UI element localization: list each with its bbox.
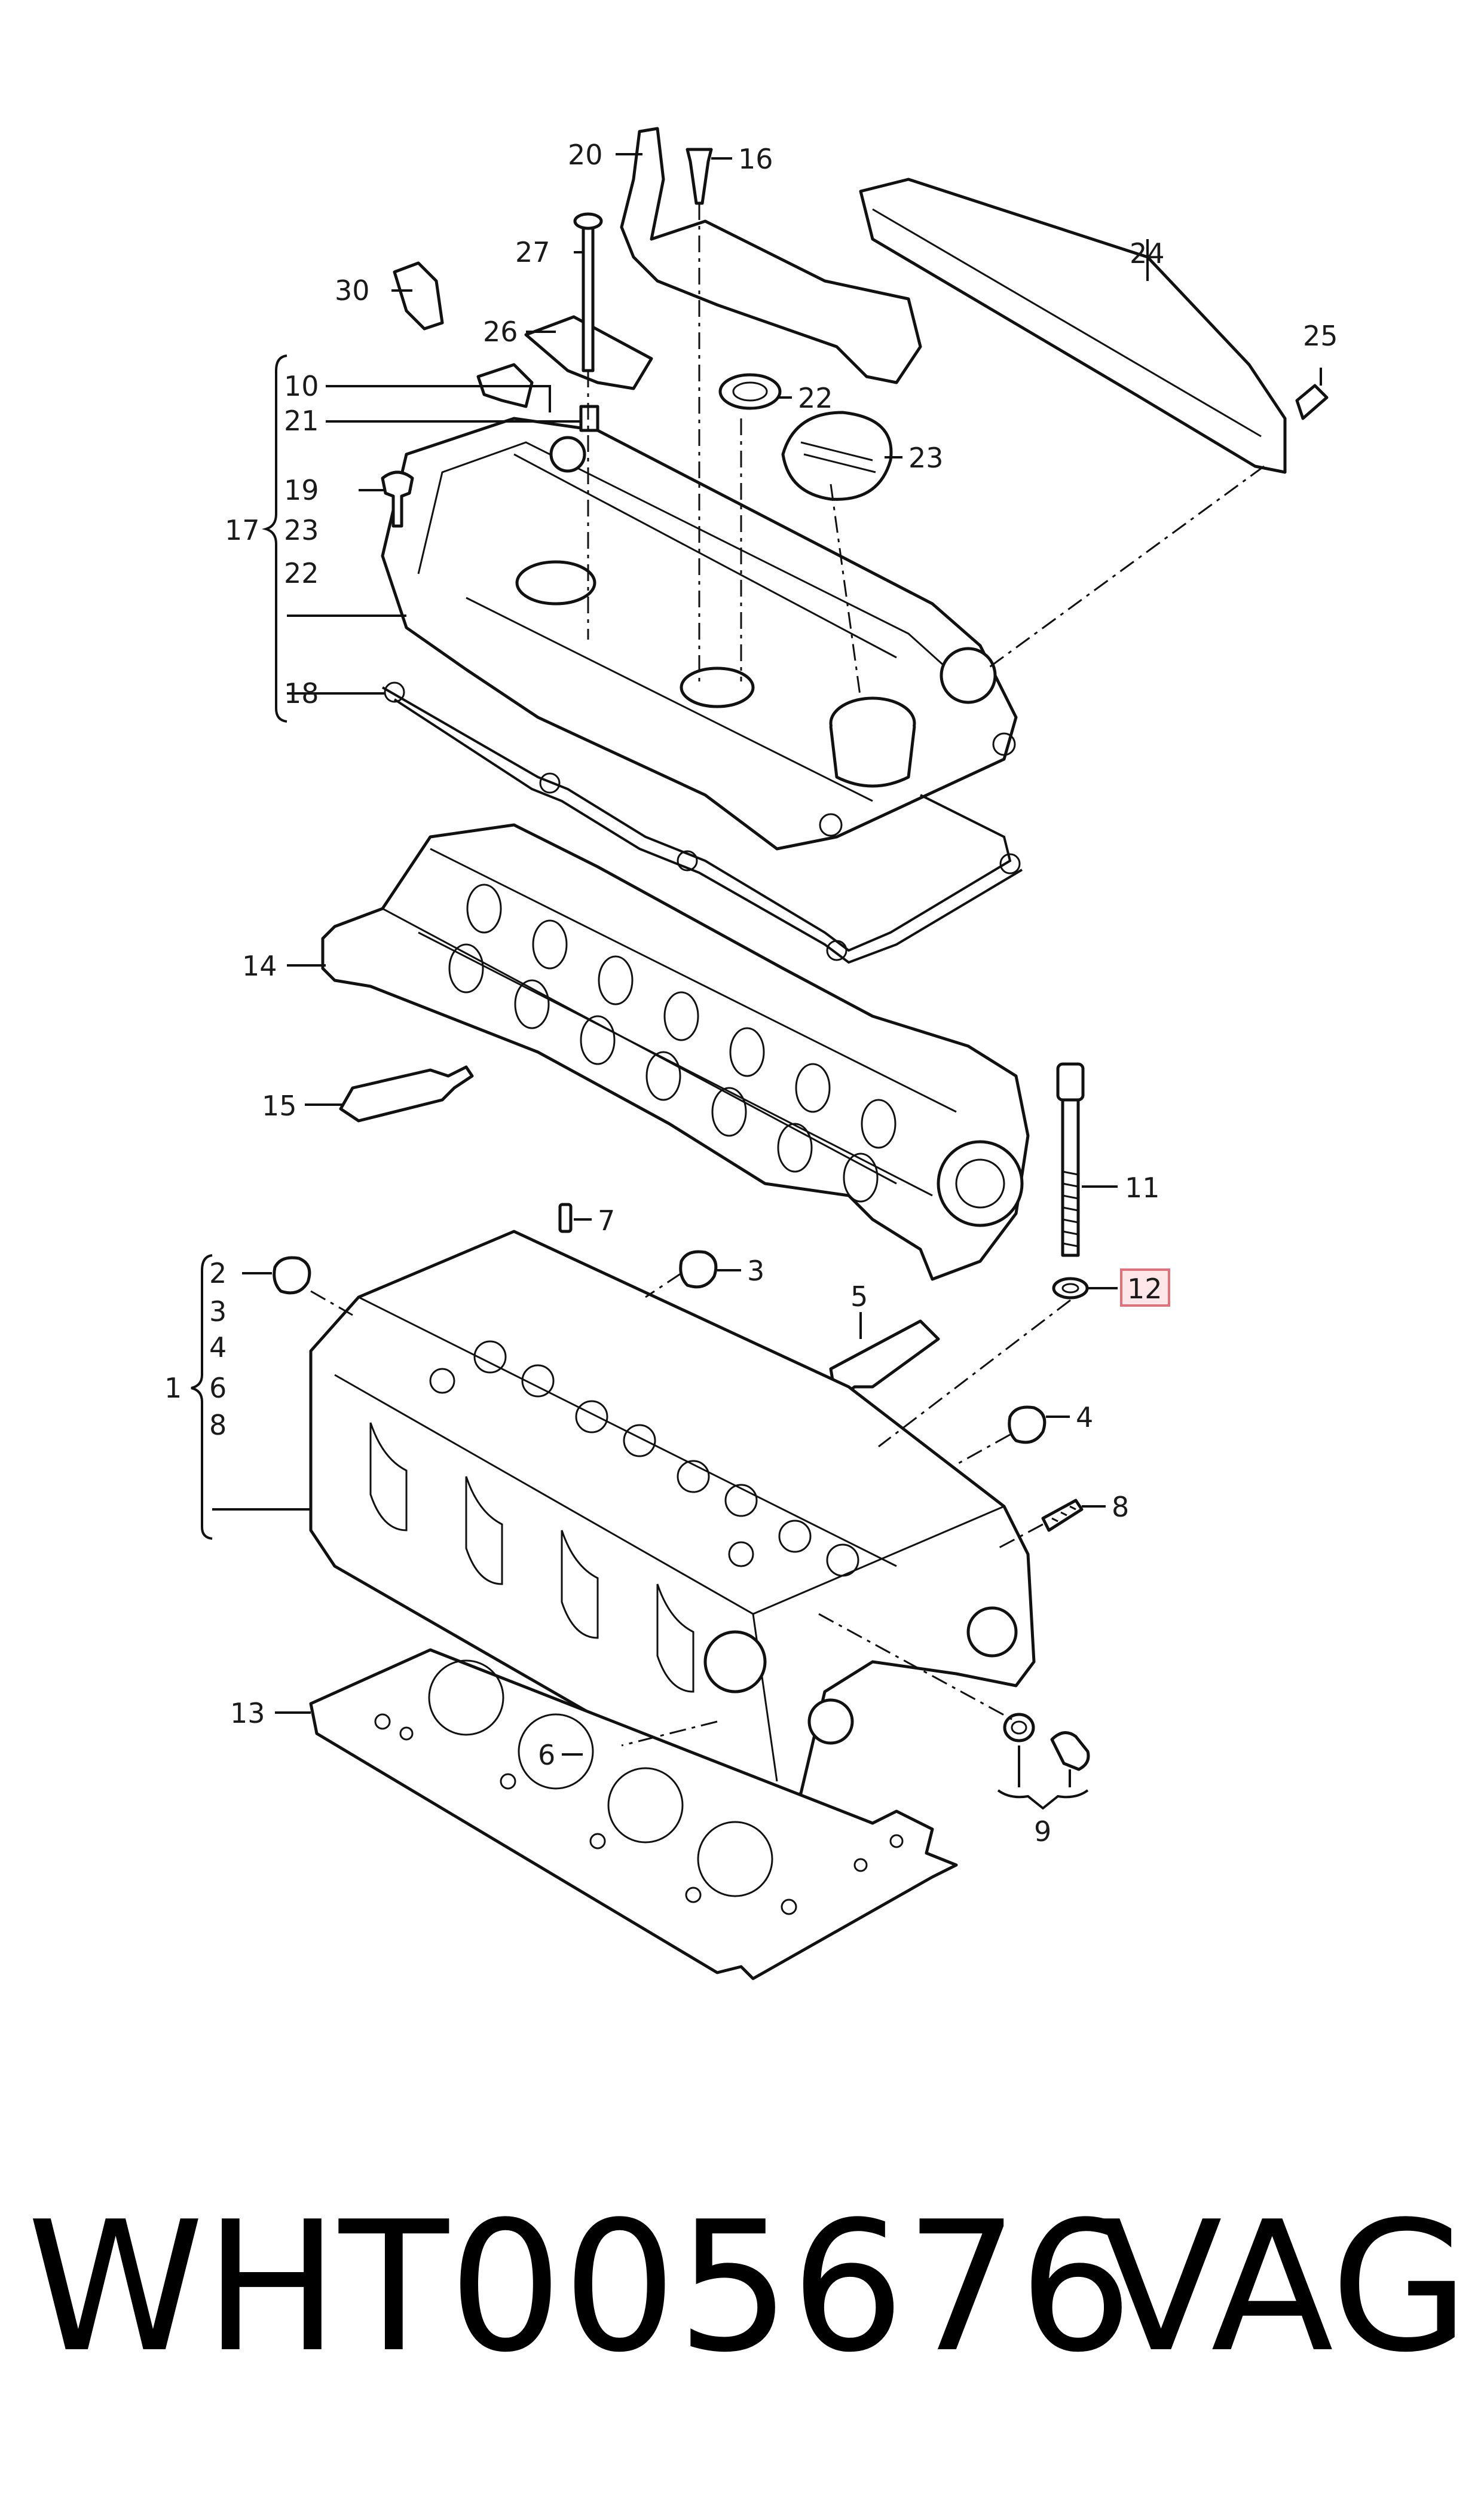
label-23-group: 23 xyxy=(284,514,319,546)
assembly-lines xyxy=(310,203,1265,1747)
label-10: 10 xyxy=(284,370,319,402)
label-21: 21 xyxy=(284,405,319,437)
callout-labels: 20 16 27 30 26 22 23 24 25 10 21 19 17 2… xyxy=(164,139,1338,1848)
label-25: 25 xyxy=(1303,320,1338,352)
label-20: 20 xyxy=(568,139,603,171)
oil-filler-cap-23 xyxy=(781,411,893,501)
label-19: 19 xyxy=(284,474,319,506)
label-26: 26 xyxy=(483,316,518,348)
label-18: 18 xyxy=(284,677,319,710)
label-24: 24 xyxy=(1130,237,1165,270)
label-3-side: 3 xyxy=(747,1255,764,1287)
head-gasket xyxy=(309,1648,958,1980)
part-code: WHT005676 xyxy=(27,2183,1133,2392)
label-27: 27 xyxy=(515,236,550,268)
brand-name: VAG xyxy=(1100,2183,1469,2392)
camshaft-housing xyxy=(321,823,1030,1281)
label-7: 7 xyxy=(598,1204,615,1237)
label-1: 1 xyxy=(164,1372,182,1404)
label-8: 8 xyxy=(209,1409,227,1441)
seal-22 xyxy=(718,373,782,410)
leader-lines xyxy=(191,153,1322,1810)
label-9: 9 xyxy=(1034,1815,1051,1848)
label-22-group: 22 xyxy=(284,557,319,589)
washer-12 xyxy=(1052,1277,1089,1300)
label-4: 4 xyxy=(209,1331,227,1364)
label-15: 15 xyxy=(262,1090,297,1122)
head-bolt-11 xyxy=(1056,1062,1085,1257)
label-17: 17 xyxy=(225,514,260,546)
label-12: 12 xyxy=(1127,1273,1162,1305)
label-14: 14 xyxy=(242,950,277,982)
label-5: 5 xyxy=(850,1280,868,1313)
label-6-dowel: 6 xyxy=(538,1739,555,1771)
sealant-tube-15 xyxy=(339,1065,474,1123)
label-30: 30 xyxy=(335,274,370,307)
label-11: 11 xyxy=(1125,1172,1160,1204)
label-16: 16 xyxy=(738,143,773,175)
label-3: 3 xyxy=(209,1295,227,1328)
label-23-top: 23 xyxy=(908,442,944,474)
bracket-20 xyxy=(620,127,922,384)
label-22-top: 22 xyxy=(798,382,833,414)
label-6: 6 xyxy=(209,1372,227,1404)
highlight-box-12 xyxy=(1120,1268,1170,1307)
small-hardware xyxy=(381,148,1329,528)
label-13: 13 xyxy=(230,1697,265,1729)
label-4-side: 4 xyxy=(1076,1401,1093,1433)
label-8-side: 8 xyxy=(1112,1491,1129,1523)
cover-gasket xyxy=(382,681,1023,964)
label-2: 2 xyxy=(209,1257,227,1289)
